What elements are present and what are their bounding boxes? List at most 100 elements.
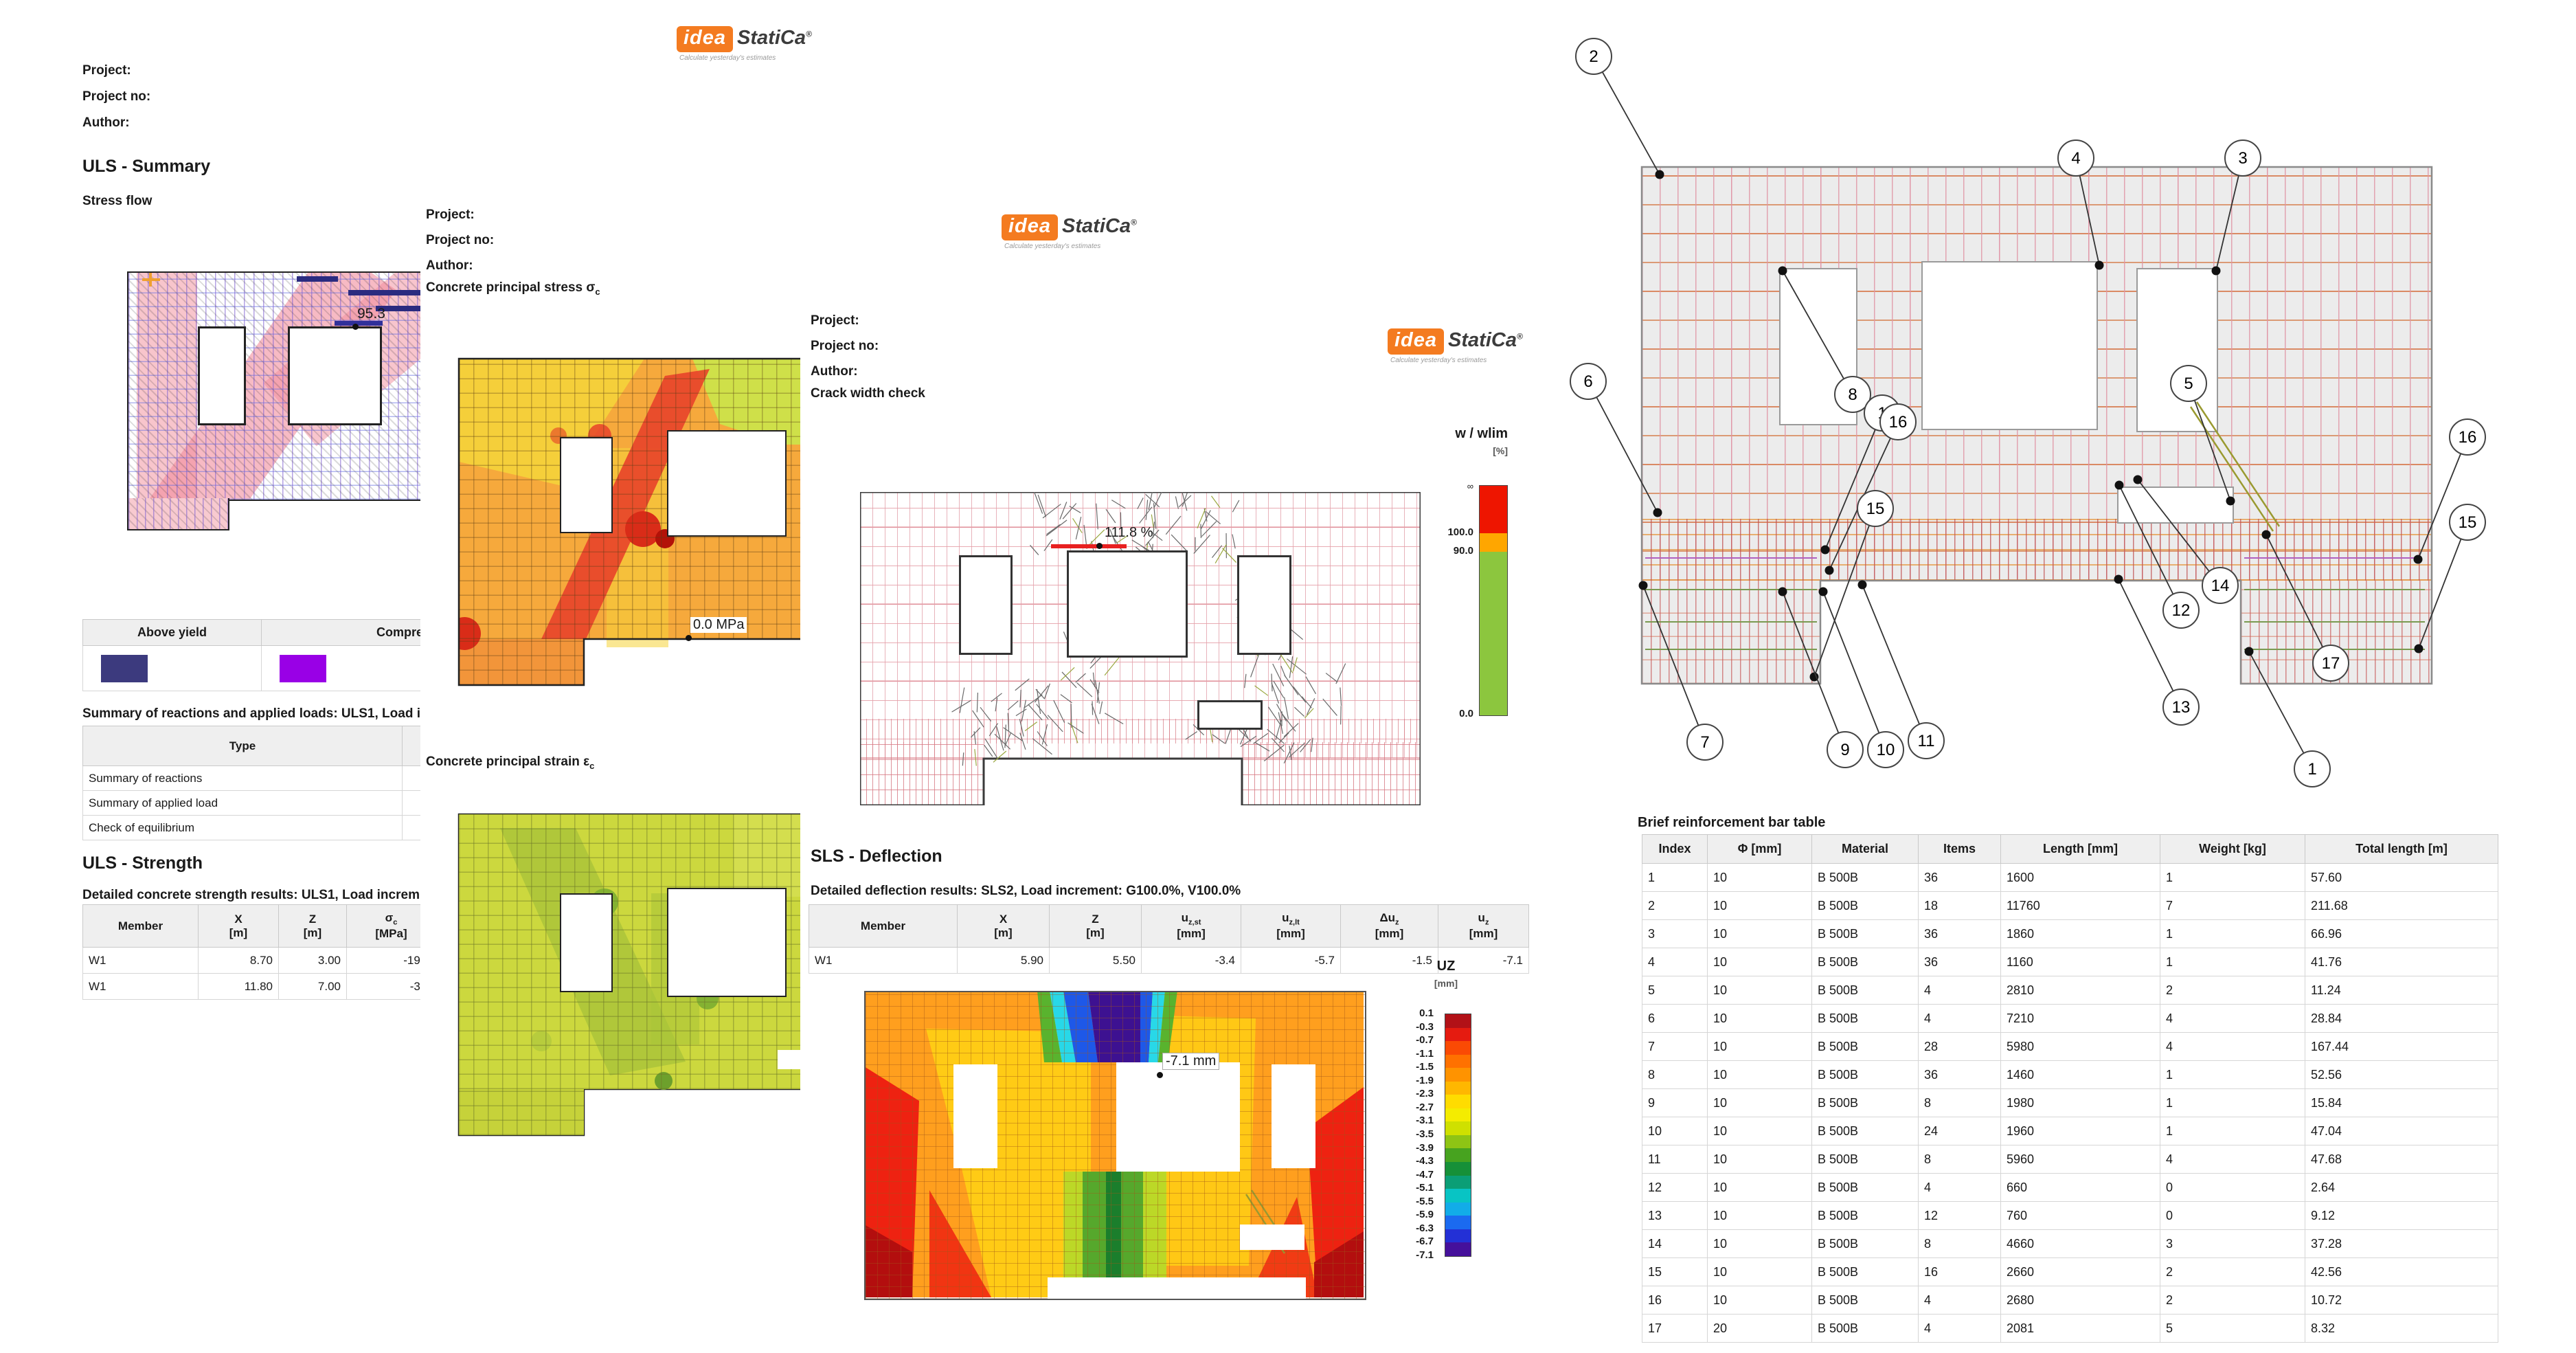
strain-title: Concrete principal strain εc <box>426 754 595 771</box>
drawing-opening-right <box>2136 268 2218 432</box>
type-table-header: Type <box>82 726 403 766</box>
callout-circle-10 <box>1867 731 1904 768</box>
author-label: Author: <box>811 364 858 379</box>
column-header: uz,lt[mm] <box>1241 904 1341 948</box>
author-label: Author: <box>82 115 130 130</box>
uz-scale-label: -5.5 <box>1416 1195 1434 1207</box>
legend-col-above-yield: Above yield <box>82 619 262 646</box>
svg-text:16: 16 <box>2459 428 2477 447</box>
project-no-label: Project no: <box>426 233 495 247</box>
wall-foot-left <box>1642 581 1820 684</box>
stress-flow-opening-left <box>198 326 246 425</box>
column-header: Items <box>1918 834 2001 864</box>
callout-circle-12 <box>2162 592 2200 629</box>
uz-scale-label: -7.1 <box>1416 1249 1434 1261</box>
page1-title: ULS - Summary <box>82 157 211 176</box>
uls-strength-title: ULS - Strength <box>82 853 203 873</box>
crack-diagram: 111.8 % <box>860 492 1421 805</box>
stress-flow-subtitle: Stress flow <box>82 194 152 208</box>
stress-min-dot <box>686 635 692 641</box>
column-header: Material <box>1811 834 1919 864</box>
uz-scale-label: -4.7 <box>1416 1168 1434 1181</box>
wlim-colorbar <box>1479 485 1508 716</box>
column-header: Z[m] <box>1049 904 1142 948</box>
stress-title: Concrete principal stress σc <box>426 280 600 297</box>
logo-tagline: Calculate yesterday's estimates <box>1390 357 1487 364</box>
sls-title: SLS - Deflection <box>811 847 942 866</box>
svg-text:10: 10 <box>1877 741 1895 759</box>
crack-opening-right <box>1237 555 1291 655</box>
uz-scale-label: -1.5 <box>1416 1061 1434 1073</box>
uz-scale-label: -4.3 <box>1416 1155 1434 1167</box>
uz-scale-label: -6.7 <box>1416 1235 1434 1248</box>
svg-text:15: 15 <box>2459 513 2477 532</box>
above-yield-swatch <box>101 654 148 682</box>
project-no-label: Project no: <box>82 89 151 104</box>
crack-opening-left <box>959 555 1013 655</box>
column-header: Z[m] <box>278 904 347 948</box>
callout-circle-1 <box>2294 750 2331 787</box>
deflection-notch <box>1048 1277 1306 1299</box>
stress-opening-middle <box>667 430 787 537</box>
deflection-opening-right <box>1272 1064 1315 1168</box>
uz-colorbar <box>1445 1014 1471 1257</box>
stress-peak-dot <box>352 324 359 330</box>
deflection-opening-small <box>1240 1225 1304 1250</box>
drawing-opening-small <box>2117 487 2234 524</box>
deflection-min-dot <box>1157 1072 1163 1078</box>
stress-flow-opening-middle <box>288 326 382 425</box>
crack-title: Crack width check <box>811 386 925 401</box>
strength-subtitle: Detailed concrete strength results: ULS1… <box>82 888 420 902</box>
column-header: Index <box>1642 834 1708 864</box>
project-label: Project: <box>811 313 859 328</box>
column-header: Total length [m] <box>2305 834 2498 864</box>
callout-circle-11 <box>1908 722 1945 759</box>
uz-scale-unit: [mm] <box>1434 978 1458 989</box>
uz-scale-label: -6.3 <box>1416 1222 1434 1234</box>
svg-text:12: 12 <box>2172 601 2191 620</box>
logo-word: StatiCa® <box>1062 215 1137 237</box>
deflection-heatmap <box>864 991 1364 1297</box>
callout-circle-13 <box>2162 689 2200 726</box>
uz-scale-label: -1.1 <box>1416 1047 1434 1060</box>
svg-text:13: 13 <box>2172 698 2191 717</box>
callout-circle-6 <box>1570 363 1607 400</box>
uz-scale-label: -0.7 <box>1416 1034 1434 1047</box>
uz-scale-label: -3.9 <box>1416 1141 1434 1154</box>
logo-word: StatiCa® <box>1448 329 1523 351</box>
column-header: Length [mm] <box>2000 834 2160 864</box>
crack-max-label: 111.8 % <box>1105 525 1153 540</box>
logo-tagline: Calculate yesterday's estimates <box>1004 243 1101 250</box>
deflection-opening-middle <box>1116 1062 1240 1172</box>
column-header: Member <box>82 904 199 948</box>
wlim-100-label: 100.0 <box>1447 526 1473 538</box>
wlim-scale-title: w / wlim <box>1455 426 1508 441</box>
svg-text:11: 11 <box>1918 732 1935 750</box>
svg-text:6: 6 <box>1583 372 1592 391</box>
column-header: uz,st[mm] <box>1141 904 1241 948</box>
uz-scale-label: -1.9 <box>1416 1074 1434 1086</box>
drawing-opening-left <box>1779 268 1857 425</box>
column-header: Φ [mm] <box>1707 834 1812 864</box>
callout-circle-16 <box>2449 418 2486 456</box>
wlim-scale-unit: [%] <box>1493 445 1508 456</box>
uz-scale-label: -3.1 <box>1416 1115 1434 1127</box>
author-label: Author: <box>426 258 473 273</box>
strain-opening-left <box>560 893 613 992</box>
stress-opening-left <box>560 437 613 533</box>
